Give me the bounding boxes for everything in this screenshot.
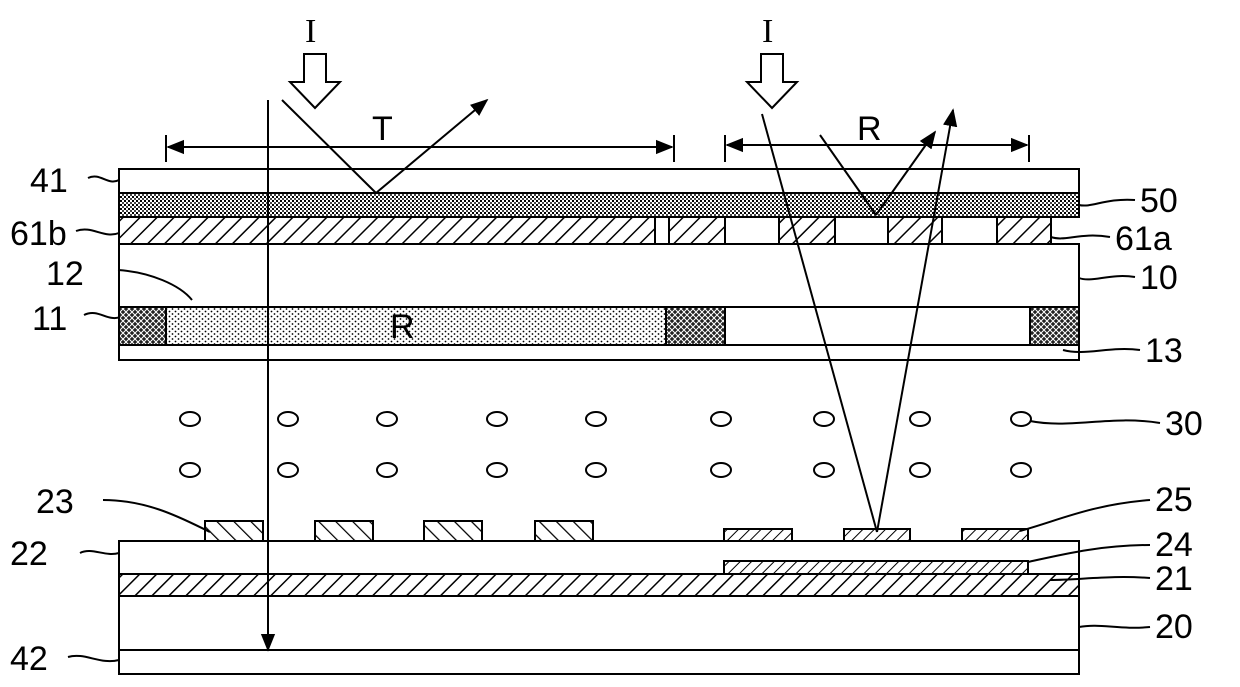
electrode-23	[424, 521, 482, 541]
transmissive-region-dimension	[166, 135, 674, 162]
black-matrix-mid	[666, 307, 725, 345]
label-21: 21	[1155, 560, 1193, 598]
liquid-crystal-30	[180, 412, 1031, 477]
label-61a: 61a	[1115, 220, 1172, 258]
label-30: 30	[1165, 405, 1203, 443]
incident-arrow-left	[290, 54, 340, 108]
layer-61a-segment	[779, 217, 835, 244]
label-13: 13	[1145, 332, 1183, 370]
lc-molecule	[278, 412, 298, 426]
layer-61a-segment	[997, 217, 1051, 244]
lc-molecule	[377, 412, 397, 426]
layer-21	[119, 574, 1079, 596]
lc-molecule	[180, 412, 200, 426]
electrode-23	[205, 521, 263, 541]
region-label-t: T	[372, 110, 393, 148]
layer-13	[119, 345, 1079, 360]
label-12: 12	[46, 255, 84, 293]
lc-molecule	[711, 412, 731, 426]
lc-molecule	[586, 412, 606, 426]
lc-molecule	[711, 463, 731, 477]
upper-substrate	[119, 169, 1079, 360]
color-filter-12	[166, 307, 666, 345]
label-10: 10	[1140, 259, 1178, 297]
filter-label-r: R	[390, 308, 415, 346]
lc-molecule	[1011, 412, 1031, 426]
polarizer-42	[119, 650, 1079, 674]
region-label-r: R	[857, 110, 882, 148]
label-42: 42	[10, 640, 48, 678]
substrate-10	[119, 244, 1079, 307]
label-24: 24	[1155, 526, 1193, 564]
incident-label-right: I	[762, 13, 773, 50]
lc-molecule	[586, 463, 606, 477]
label-11: 11	[32, 300, 67, 338]
lc-molecule	[814, 463, 834, 477]
label-50: 50	[1140, 182, 1178, 220]
layer-61b	[119, 217, 655, 244]
polarizer-41	[119, 169, 1079, 193]
layer-61a-segment	[669, 217, 725, 244]
label-61b: 61b	[10, 215, 67, 253]
label-41: 41	[30, 162, 68, 200]
lc-molecule	[487, 463, 507, 477]
lc-molecule	[377, 463, 397, 477]
label-20: 20	[1155, 608, 1193, 646]
electrode-25	[724, 529, 792, 541]
label-25: 25	[1155, 481, 1193, 519]
lc-molecule	[278, 463, 298, 477]
electrode-25	[962, 529, 1028, 541]
black-matrix-11	[119, 307, 166, 345]
lc-molecule	[910, 412, 930, 426]
lc-molecule	[910, 463, 930, 477]
lc-molecule	[814, 412, 834, 426]
label-23: 23	[36, 483, 74, 521]
lc-molecule	[180, 463, 200, 477]
label-22: 22	[10, 535, 48, 573]
lower-substrate	[119, 521, 1079, 674]
lc-molecule	[1011, 463, 1031, 477]
reflector-24	[724, 561, 1028, 574]
incident-label-left: I	[305, 13, 316, 50]
electrode-23	[315, 521, 373, 541]
substrate-20	[119, 596, 1079, 650]
black-matrix-right	[1030, 307, 1079, 345]
electrode-23	[535, 521, 593, 541]
incident-arrow-right	[747, 54, 797, 108]
lc-molecule	[487, 412, 507, 426]
